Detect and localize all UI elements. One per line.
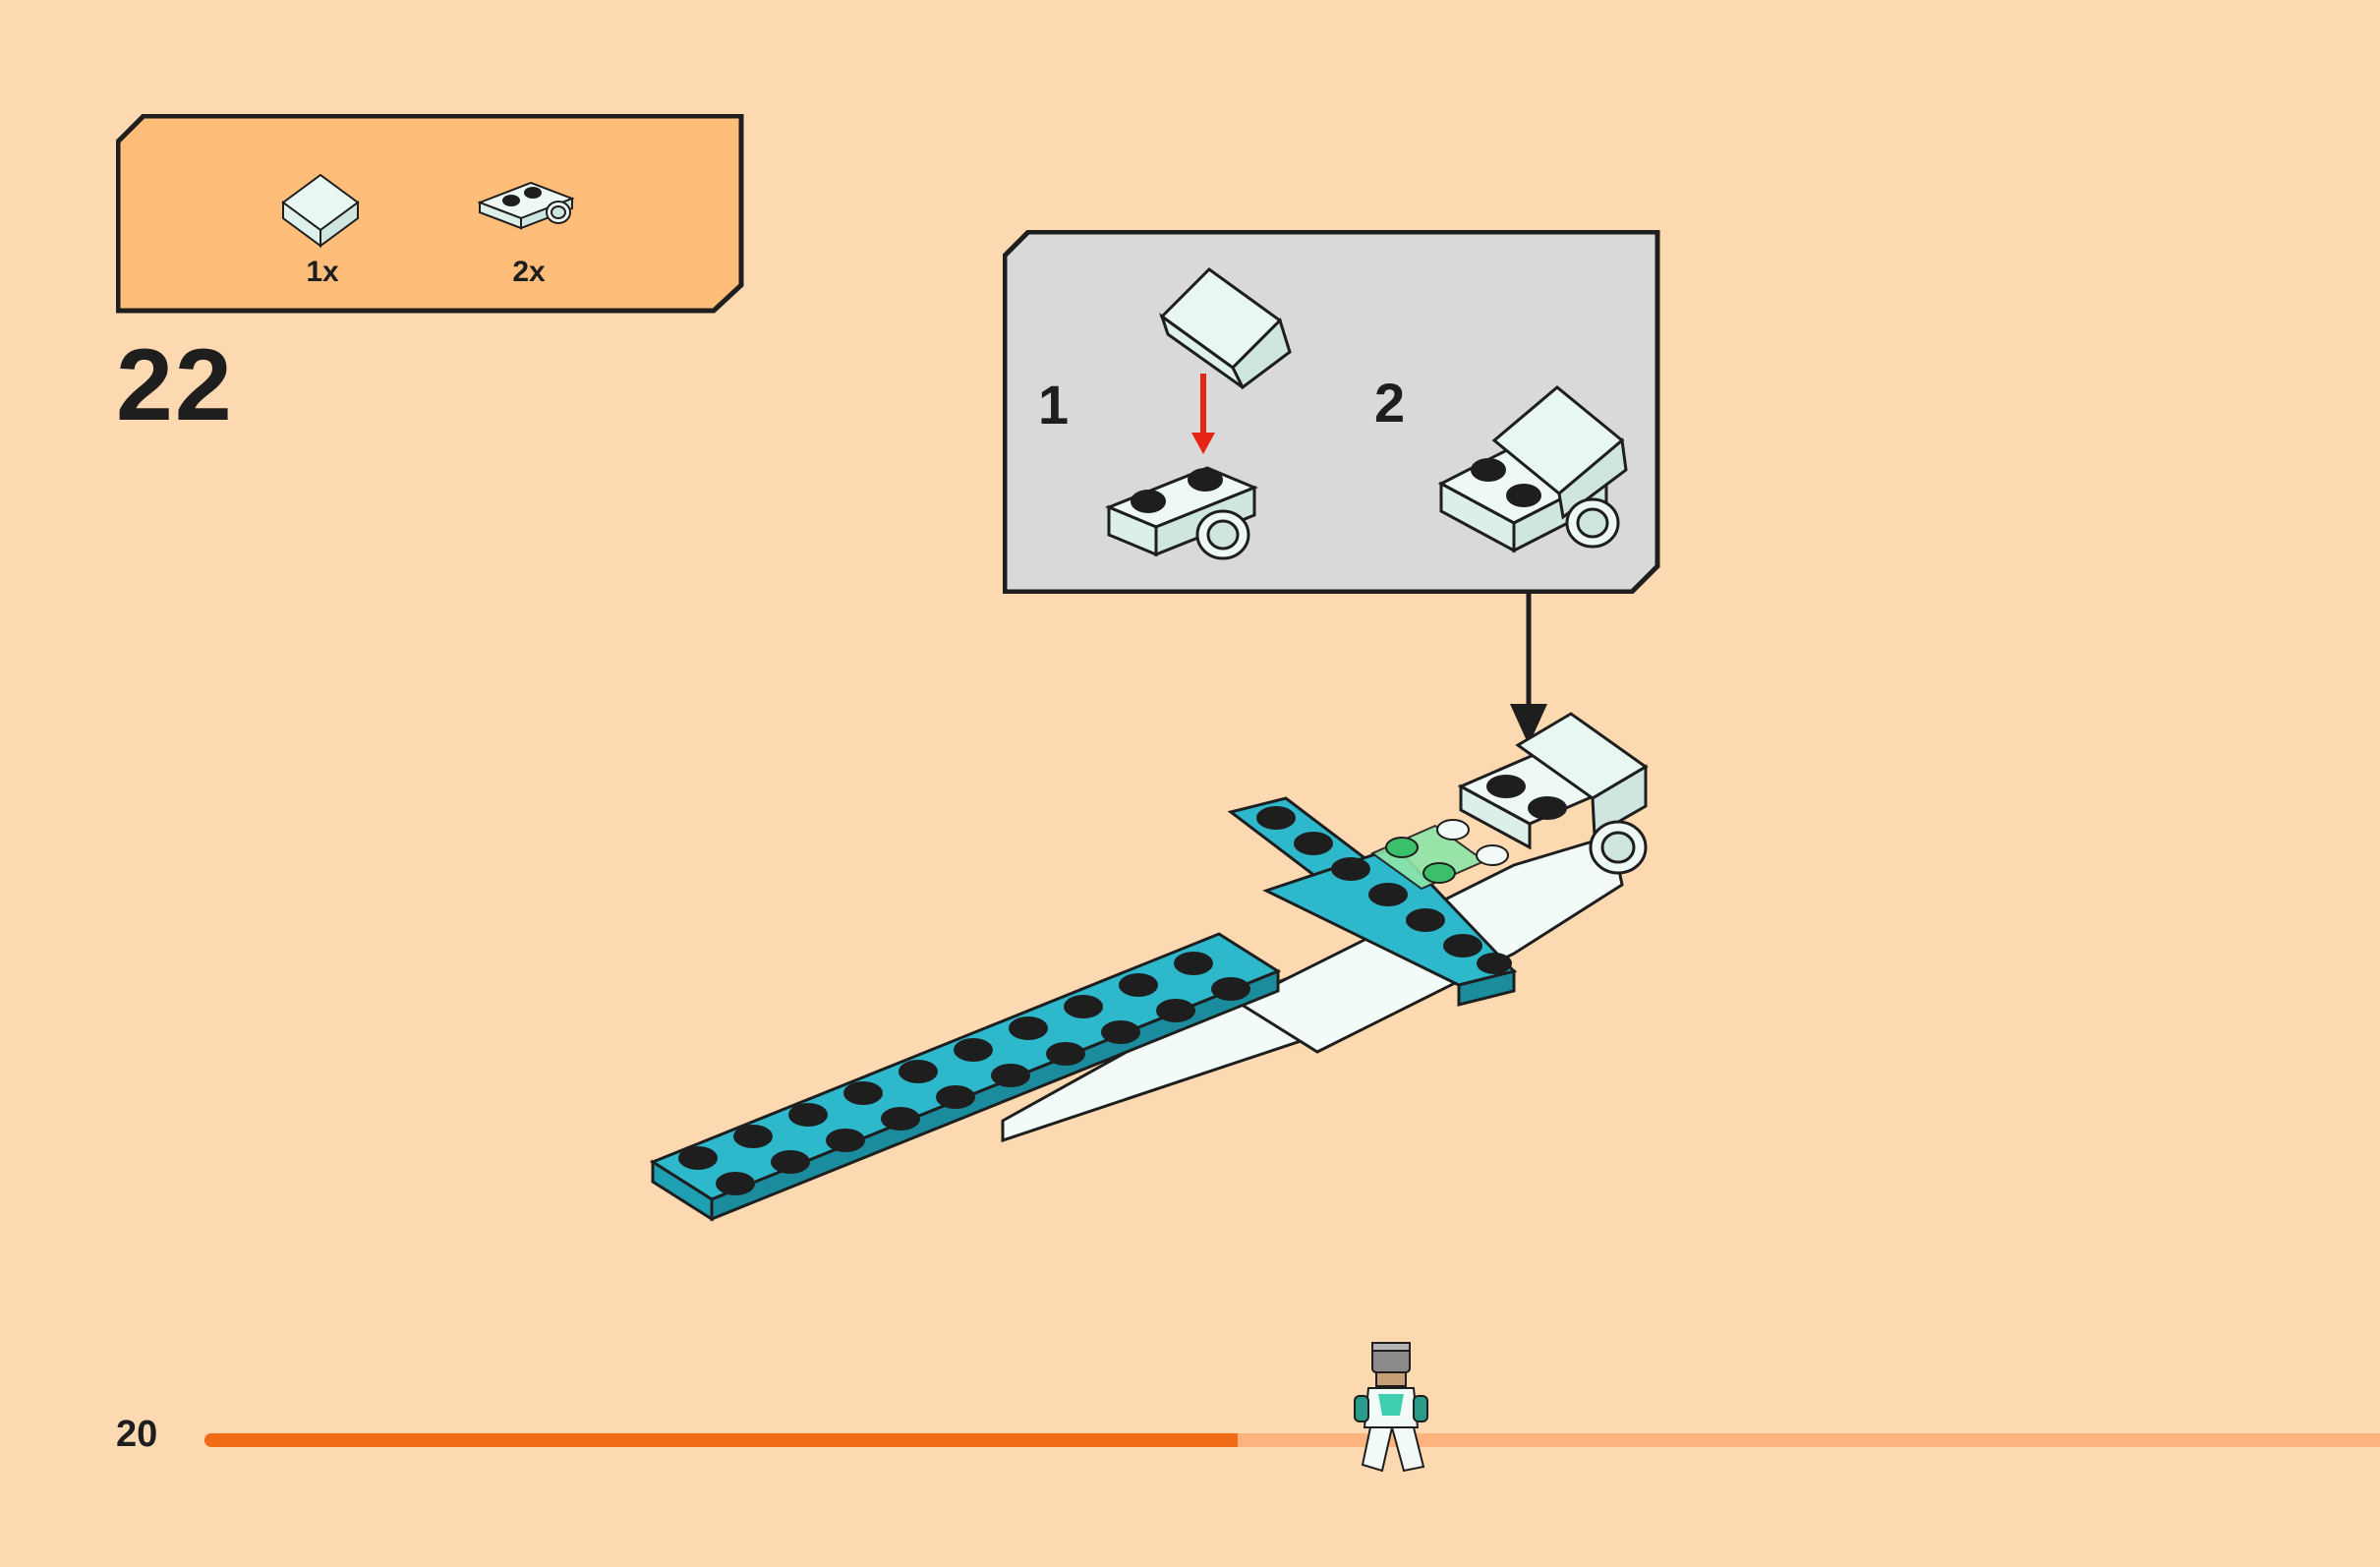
parts-list-frame (116, 114, 744, 314)
step-number: 22 (116, 328, 234, 442)
added-sub-assembly (1457, 712, 1649, 875)
sub-assembly-frame (1003, 230, 1660, 594)
parts-list-box: 1x 2x (116, 114, 745, 315)
part-quantity: 2x (512, 256, 546, 288)
trans-green-plate (1369, 819, 1509, 891)
sub-step-label-1: 1 (1038, 374, 1070, 435)
sub-step-1-illustration (1105, 267, 1292, 560)
sub-step-label-2: 2 (1374, 372, 1406, 434)
sub-step-2-illustration (1437, 385, 1628, 553)
main-model-illustration (649, 712, 1649, 1222)
part-quantity: 1x (306, 256, 339, 288)
parts-list-item: 2x (470, 153, 588, 301)
callout-arrow-icon (1510, 594, 1547, 745)
red-arrow-head (1191, 433, 1215, 454)
sub-assembly-box: 1 2 (1003, 230, 1661, 594)
minifigure-icon (1354, 1342, 1428, 1473)
parts-list-item: 1x (263, 153, 381, 301)
page-number: 20 (116, 1414, 158, 1455)
progress-bar-track (204, 1433, 2380, 1447)
teal-wing (1227, 796, 1518, 1007)
progress-bar-fill (204, 1433, 1239, 1447)
teal-studs (678, 952, 1250, 1195)
white-plate-with-hole-icon (477, 181, 575, 230)
white-slope-icon (281, 173, 360, 248)
